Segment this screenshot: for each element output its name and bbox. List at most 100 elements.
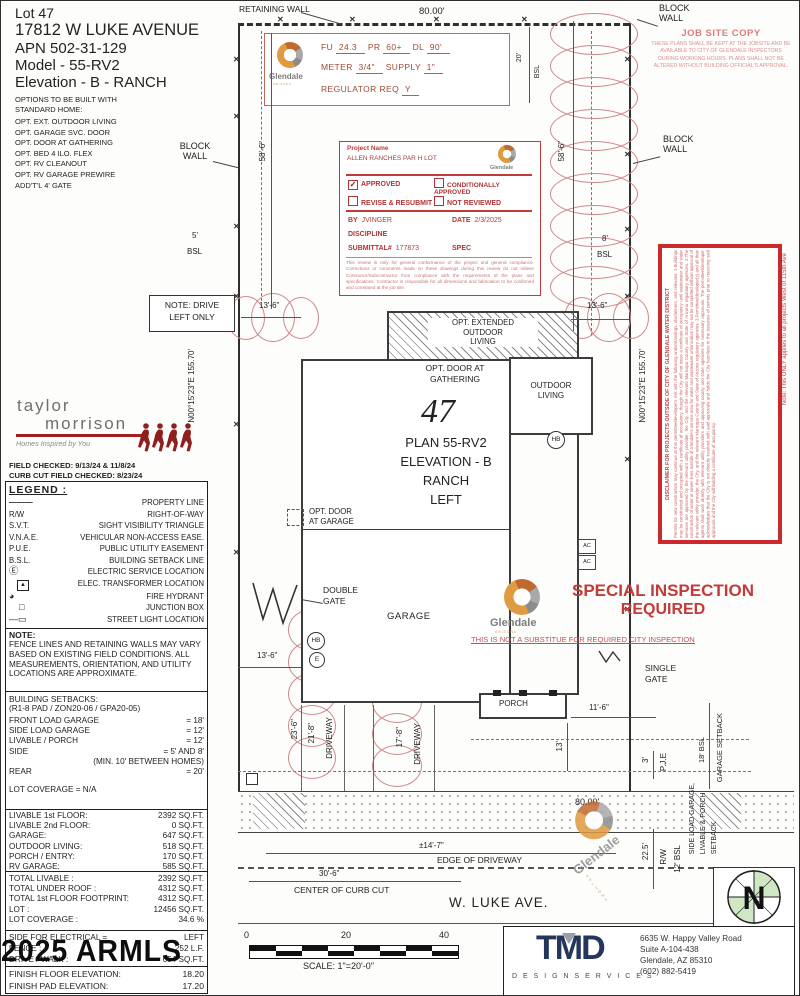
bearing-right: N00°15'23"E 155.70' [638,349,647,423]
dim-23-6: 23'-6" [290,719,299,740]
dim-58-left: 58'-6" [258,141,267,162]
dl-label: DL [412,42,424,52]
meter-value: 3/4" [355,62,383,74]
porch-door-mark [493,690,501,696]
legend-label: VEHICULAR NON-ACCESS EASE. [80,532,204,542]
leader-line [636,19,659,27]
bsl-label-top: BSL [534,65,541,79]
checkbox-icon [434,196,444,206]
area-row: GARAGE:647 SQ.FT. [6,831,207,841]
bottom-strip-line [238,923,793,924]
scale-tick-40: 40 [439,930,450,940]
pr-label: PR [367,42,381,52]
checkbox-cond-approved: CONDITIONALLY APPROVED [434,178,534,196]
fire-hydrant-icon: ◕ [9,590,15,601]
note-body: FENCE LINES AND RETAINING WALLS MAY VARY… [9,640,201,679]
area-value: 2392 SQ.FT. [158,811,204,820]
setback-row: LIVABLE / PORCH= 12' [6,736,207,746]
total-row: LOT COVERAGE :34.6 % [6,915,207,925]
compass-letter: N [742,880,765,916]
dim-17-8: 17'-8" [395,727,404,748]
glendale-sub: A R I Z O N A [495,630,517,634]
property-line-symbol: — — — [9,498,33,507]
total-label: TOTAL 1st FLOOR FOOTPRINT: [9,894,129,904]
porch-door-mark [549,690,557,696]
builder-figures-icon [138,423,192,452]
total-value: 4312 SQ.FT. [158,894,204,904]
options-list: OPT. EXT. OUTDOOR LIVING OPT. GARAGE SVC… [15,117,230,191]
tick-mark: ✕ [233,112,240,121]
tick-mark: ✕ [233,420,240,429]
pue-abbr: P.U.E. [9,544,31,553]
glendale-logo-icon [277,42,303,68]
note-panel: NOTE: FENCE LINES AND RETAINING WALLS MA… [5,628,208,692]
stamp-by-row: BY JVINGER [348,217,392,224]
vnae-abbr: V.N.A.E. [9,532,39,542]
dim-line [238,667,301,668]
street-name: W. LUKE AVE. [449,895,549,910]
bsl-line-18 [471,739,749,740]
junction-box-symbol [246,773,258,785]
legend-row: —▭STREET LIGHT LOCATION [6,614,207,626]
option-item: OPT. BED 4 ILO. FLEX [15,148,93,158]
glendale-wordmark: Glendale [490,617,537,629]
regulator-value: Y [401,84,419,96]
area-row: OUTDOOR LIVING:518 SQ.FT. [6,842,207,852]
driveway-left [301,705,345,791]
job-site-body: THESE PLANS SHALL BE KEPT AT THE JOBSITE… [651,41,791,70]
special-inspection-line2: REQUIRED [620,601,706,618]
tick-mark: ✕ [521,15,528,24]
property-line-right [629,23,631,791]
property-line-left [238,23,240,791]
dim-21-8: 21'-8" [307,723,316,744]
builder-tagline: Homes Inspired by You [16,439,91,448]
tmd-sub: D E S I G N S E R V I C E S [512,973,654,980]
total-label: TOTAL LIVABLE : [9,874,74,883]
disclaimer-note: Note: This ONLY applies to all projects … [782,253,788,406]
double-gate-label: DOUBLE GATE [323,585,358,606]
by-label: BY [348,217,358,224]
electric-service-icon: Ⓔ [9,566,19,577]
revision-cloud [288,737,336,779]
bsl-12-label: 12' BSL [673,845,682,873]
scale-bar [249,945,459,959]
property-line-top [238,23,629,26]
tmd-logo-triangle [562,933,576,944]
electrical-value: LEFT [183,933,204,942]
dim-13-6-right: 13'-6" [587,301,608,310]
project-name: ALLEN RANCHES PAR H LOT [347,155,437,162]
checkbox-not-reviewed: NOT REVIEWED [434,196,501,207]
electrical-row: FENCE :252 L.F. [6,944,207,955]
option-item: OPT. RV GARAGE PREWIRE [15,169,116,179]
special-inspection-line1: SPECIAL INSPECTION [572,581,754,600]
dim-line [653,751,654,779]
dl-value: 90' [426,42,450,54]
tmd-box: TMD D E S I G N S E R V I C E S 6635 W. … [503,926,795,995]
setback-row: (MIN. 10' BETWEEN HOMES) [6,757,207,767]
setback-label: REAR [9,767,32,777]
block-wall-label-right: BLOCK WALL [663,134,694,154]
total-value: 34.6 % [178,914,205,924]
legend-label: JUNCTION BOX [145,603,204,612]
fu-value: 24.3 [335,42,366,54]
tick-mark: ✕ [624,455,631,464]
dim-line [567,723,568,771]
tick-mark: ✕ [277,15,284,24]
outdoor-living-room: OUTDOOR LIVING [509,357,593,435]
drive-note-box: NOTE: DRIVE LEFT ONLY [149,295,235,332]
total-value: 4312 SQ.FT. [158,884,204,894]
plan-name: PLAN 55-RV2 [405,435,487,450]
revision-cloud [613,297,649,339]
scale-tick-0: 0 [244,930,250,940]
regulator-row: REGULATOR REQ Y [321,84,419,96]
glendale-wordmark: Glendale [269,72,303,81]
glendale-sub: A R I Z O N A [584,873,609,903]
dim-line [653,829,654,889]
ac-unit: AC [578,539,596,554]
svt-abbr: S.V.T. [9,521,30,530]
scale-bar-bottom [250,951,458,956]
job-site-title: JOB SITE COPY [681,28,761,39]
areas-panel: LIVABLE 1st FLOOR:2392 SQ.FT. LIVABLE 2n… [5,809,208,872]
